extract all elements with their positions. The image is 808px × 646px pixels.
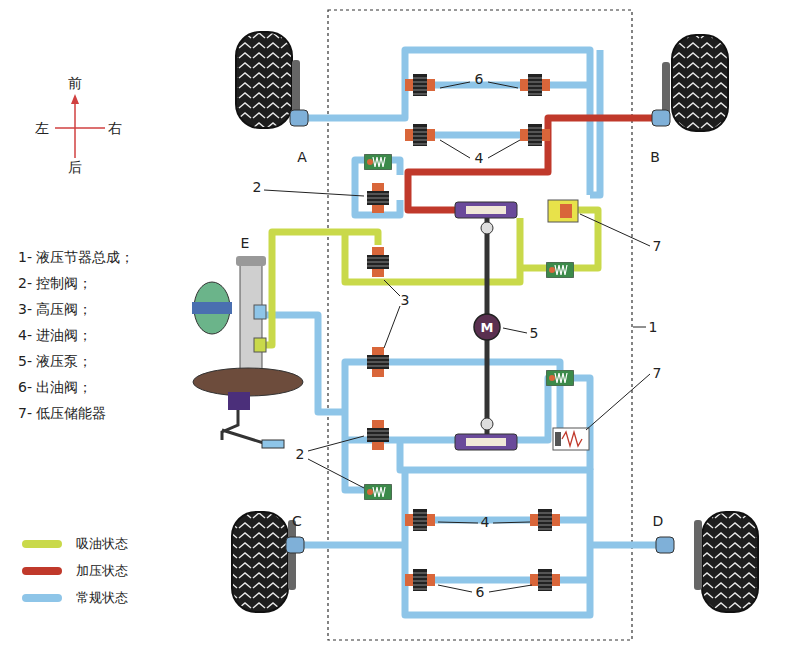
part-letter: E [241,236,250,251]
callout-number: 7 [653,366,662,381]
callout-number: 7 [653,239,662,254]
callout-number: 2 [296,447,305,462]
legend-entry: 2- 控制阀； [18,276,92,291]
direction-label: 前 [68,76,82,91]
legend-text: 吸油状态 [76,535,128,553]
legend-entry: 7- 低压储能器 [18,406,106,421]
legend-row: 吸油状态 [22,535,128,553]
legend-swatch [22,567,62,575]
legend-swatch [22,594,62,602]
legend-entry: 3- 高压阀； [18,302,92,317]
callout-number: 6 [476,585,485,600]
direction-label: 左 [35,121,49,136]
legend-swatch [22,540,62,548]
callout-number: 5 [530,326,539,341]
callout-number: 3 [401,293,410,308]
direction-label: 后 [68,160,82,175]
callout-number: 4 [475,151,484,166]
legend-entry: 5- 液压泵； [18,354,92,369]
part-letter: A [297,150,307,165]
direction-label: 右 [108,121,122,136]
motor-label: M [481,320,494,335]
callout-number: 2 [253,180,262,195]
legend-text: 常规状态 [76,589,128,607]
legend-row: 加压状态 [22,562,128,580]
part-letter: B [650,150,660,165]
part-letter: C [292,514,302,529]
legend-entry: 6- 出油阀； [18,380,92,395]
callout-number: 6 [475,72,484,87]
motor-circle: M [473,313,501,341]
callout-number: 1 [649,320,658,335]
legend-text: 加压状态 [76,562,128,580]
legend-row: 常规状态 [22,589,128,607]
part-letter: D [653,514,664,529]
legend-entry: 1- 液压节器总成； [18,250,134,265]
legend-entry: 4- 进油阀； [18,328,92,343]
callout-number: 4 [481,515,490,530]
